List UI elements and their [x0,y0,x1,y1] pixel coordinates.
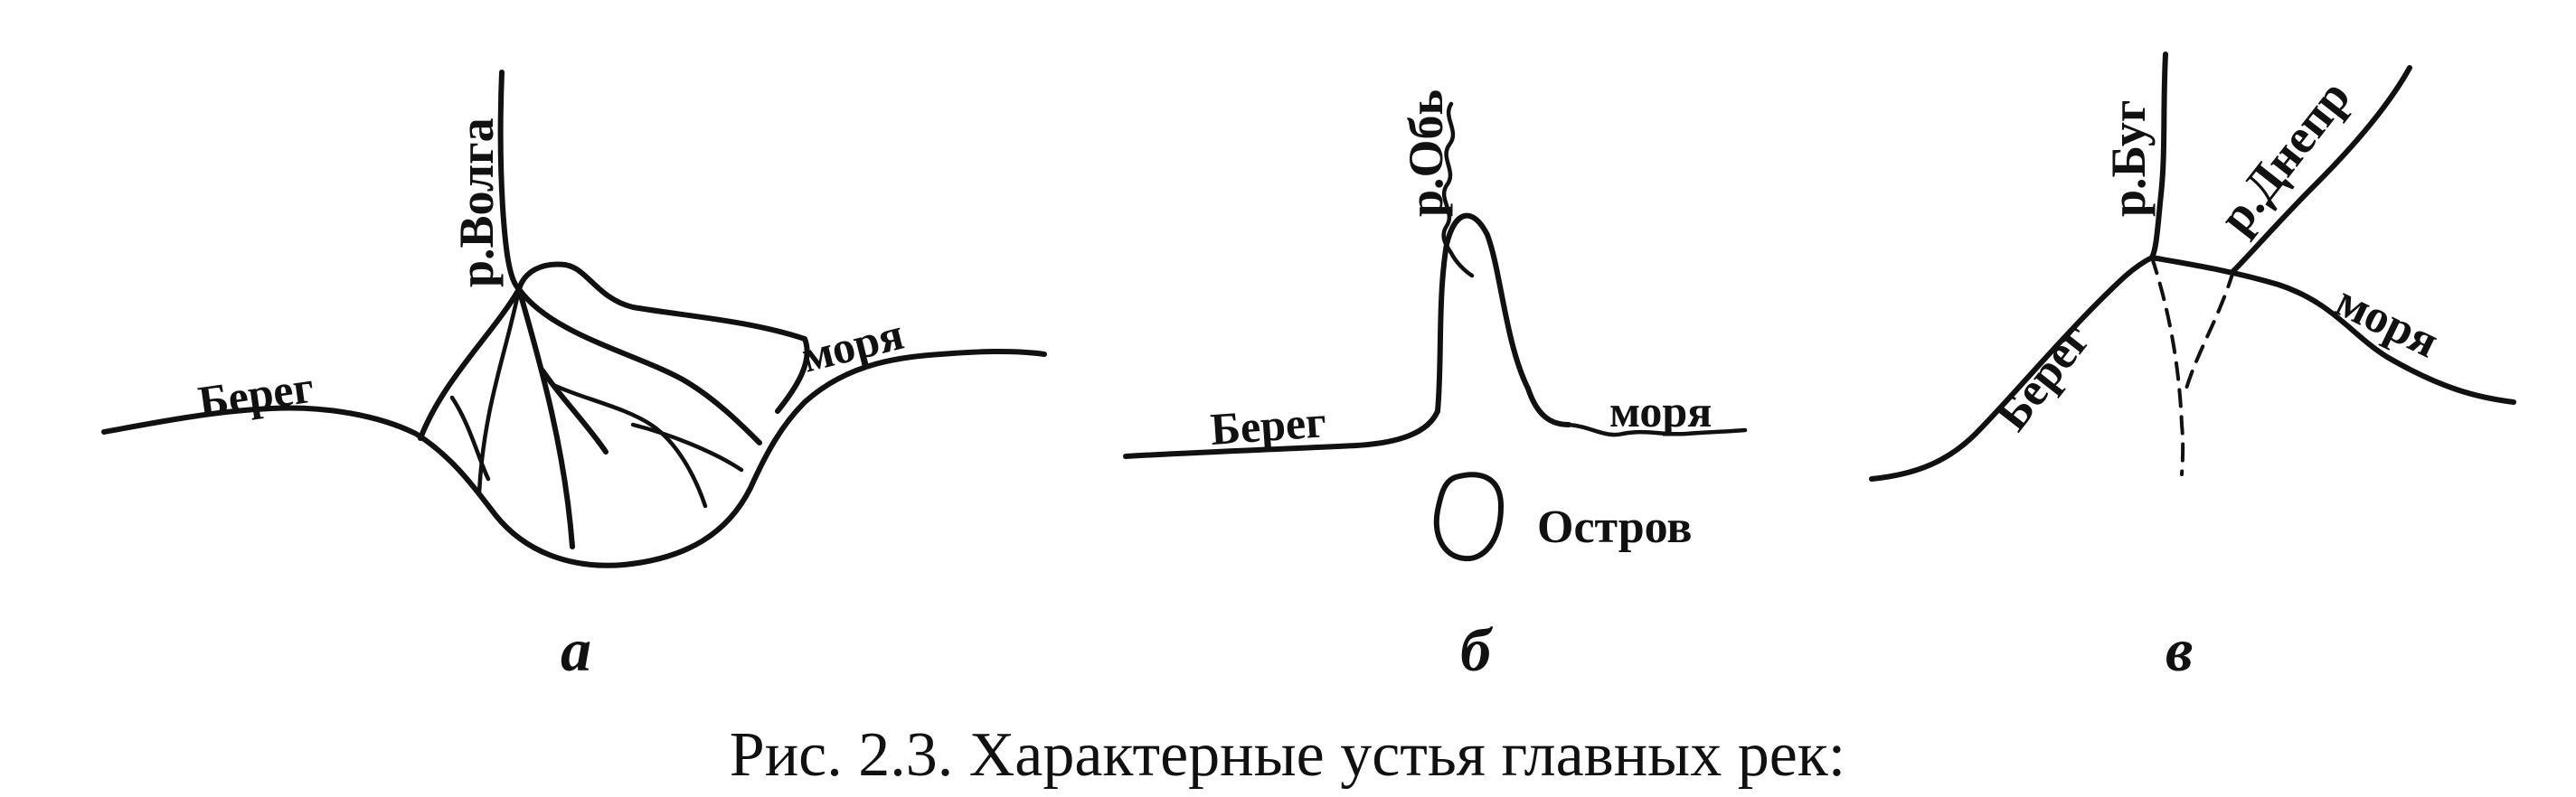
panel-b-coastline-left [1123,408,1440,459]
panel-a-shore-right: моря [797,308,908,382]
delta-branch [449,395,491,482]
panel-a-letter: а [561,615,591,684]
panel-c-shore-left: Берег [1986,314,2101,440]
panel-b-river [1441,101,1475,278]
delta-branch [540,368,609,455]
panel-c-submerged-channel-left [2150,256,2185,476]
figure-caption: Рис. 2.3. Характерные устья главных рек: [730,720,1845,790]
delta-branch [630,422,744,473]
panel-b-letter: б [1460,615,1494,684]
panel-b-island-label: Остров [1537,502,1692,553]
panel-c-river-bug [2149,52,2168,260]
panel-c: р.Буг р.Днепр Берег моря в [1869,52,2516,684]
panel-b-river-label: р.Обь [1399,89,1453,217]
delta-branch [549,381,708,509]
panel-b-estuary [1435,212,1571,427]
panel-a-river-label: р.Волга [449,117,504,287]
panel-b: р.Обь Берег моря Остров б [1123,89,1748,684]
panel-c-river-left-label: р.Буг [2101,100,2156,217]
panel-a-delta-outline [516,261,810,414]
panel-b-shore-right: моря [1609,386,1712,436]
panel-a-delta-branches [418,286,762,549]
panel-c-letter: в [2166,615,2193,684]
panel-a-shore-left: Берег [195,361,317,427]
panel-a-river [497,70,522,292]
delta-branch [516,286,762,445]
panel-a-coastline [101,348,1047,568]
panel-c-coastline [1869,255,2516,482]
panel-b-shore-left: Берег [1209,396,1328,455]
delta-branch [516,286,575,549]
panel-b-island [1433,472,1504,562]
panel-c-submerged-channel-right [2184,269,2235,390]
panel-b-coastline-right [1566,422,1748,437]
panel-c-river-dnieper [2231,65,2412,274]
panel-a: р.Волга Берег моря а [101,70,1047,684]
delta-branch [418,286,522,441]
